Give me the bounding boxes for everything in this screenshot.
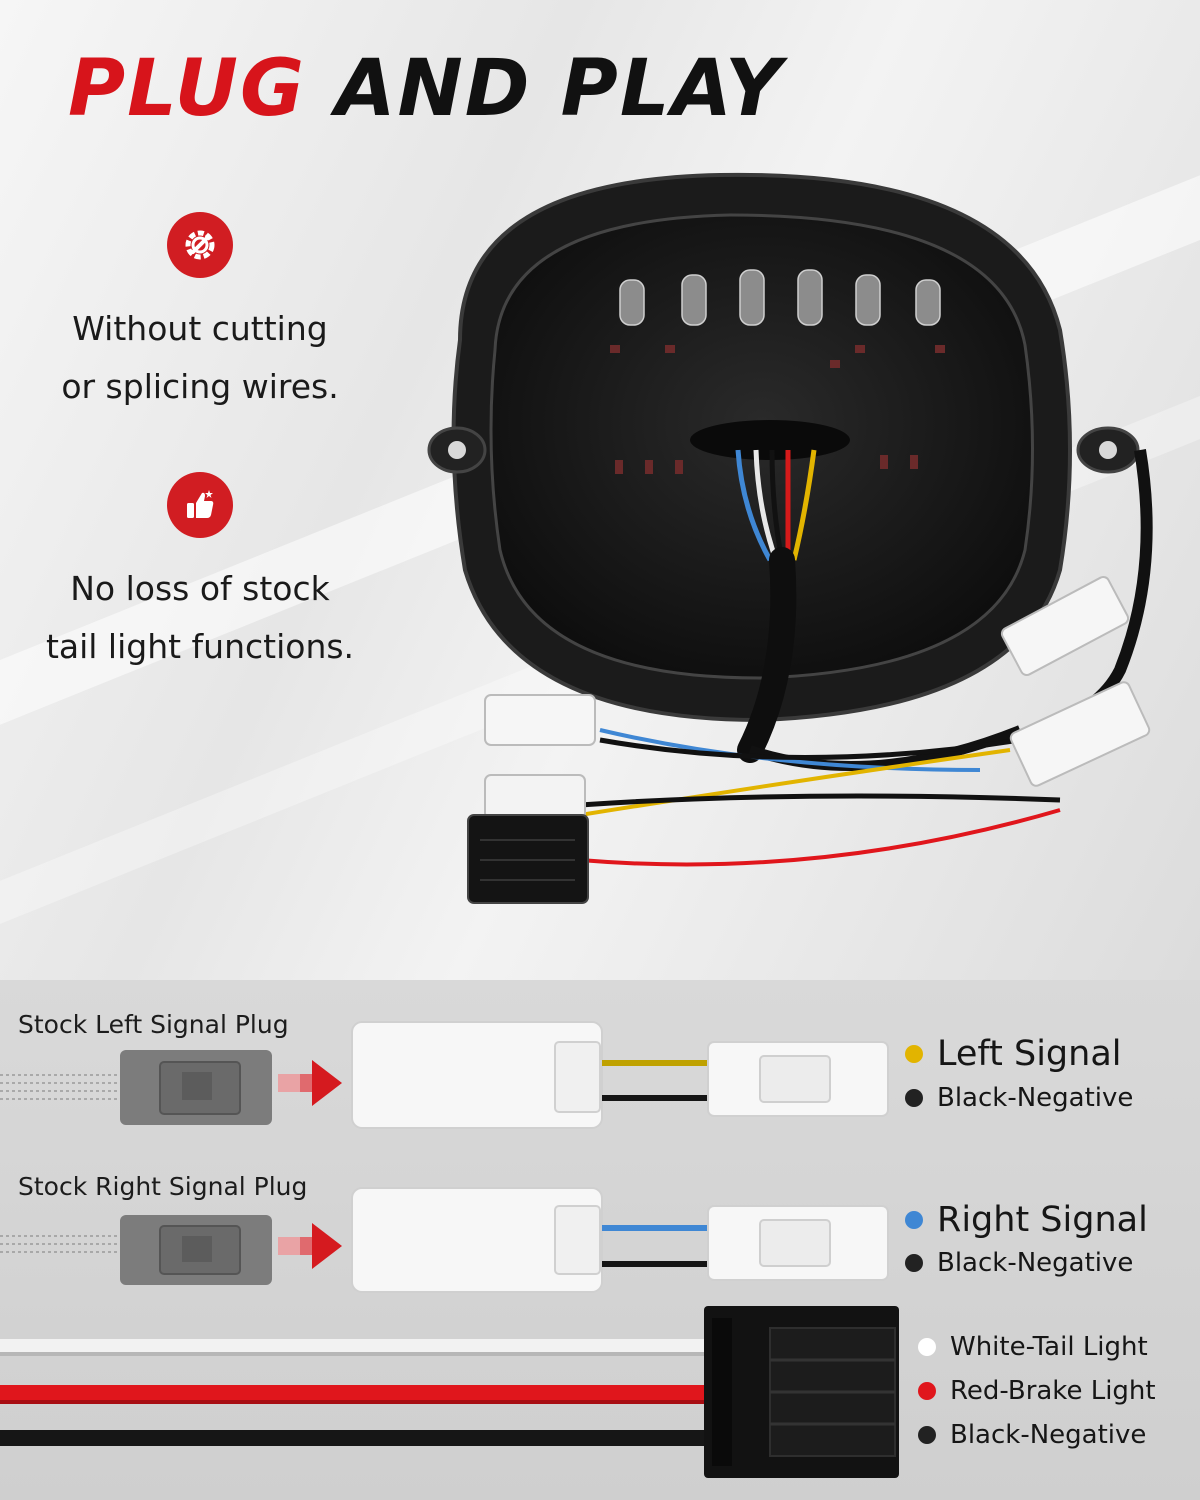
black-dot-icon [905, 1254, 923, 1272]
white-dot-icon [918, 1338, 936, 1356]
arrow-right-icon [278, 1223, 342, 1269]
right-signal-diagram [0, 1187, 889, 1293]
yellow-dot-icon [905, 1045, 923, 1063]
stock-right-plug-label: Stock Right Signal Plug [18, 1172, 308, 1201]
legend-label: White-Tail Light [950, 1332, 1148, 1362]
thumbs-up-icon [167, 472, 233, 538]
legend-label: Black-Negative [937, 1083, 1134, 1113]
legend-label: Black-Negative [950, 1420, 1147, 1450]
arrow-right-icon [278, 1060, 342, 1106]
legend-label: Red-Brake Light [950, 1376, 1156, 1406]
adapter-female-connector [351, 1187, 603, 1293]
legend-left-negative: Black-Negative [905, 1083, 1133, 1113]
adapter-male-connector [707, 1205, 889, 1281]
legend-right-negative: Black-Negative [905, 1248, 1133, 1278]
legend-main-negative: Black-Negative [918, 1420, 1146, 1450]
legend-brake-light: Red-Brake Light [918, 1376, 1156, 1406]
adapter-female-connector [351, 1021, 603, 1129]
stock-left-plug-label: Stock Left Signal Plug [18, 1010, 289, 1039]
title-word-plug: PLUG [68, 44, 306, 134]
legend-label: Right Signal [937, 1200, 1148, 1240]
legend-label: Black-Negative [937, 1248, 1134, 1278]
stock-left-plug-icon [120, 1050, 272, 1125]
page-title: PLUG AND PLAY [68, 44, 783, 134]
hero-section: PLUG AND PLAY Without cutting or splicin… [0, 0, 1200, 980]
legend-label: Left Signal [937, 1034, 1122, 1074]
black-dot-icon [918, 1426, 936, 1444]
main-harness-diagram [0, 1306, 899, 1478]
legend-tail-light: White-Tail Light [918, 1332, 1148, 1362]
black-connector [704, 1306, 899, 1478]
title-words-and-play: AND PLAY [335, 44, 784, 134]
adapter-male-connector [707, 1041, 889, 1117]
stock-right-plug-icon [120, 1215, 272, 1285]
red-dot-icon [918, 1382, 936, 1400]
gear-wrench-icon [167, 212, 233, 278]
tail-light-product-image [427, 172, 1153, 904]
feature-no-loss: No loss of stock tail light functions. [20, 472, 380, 676]
feature-no-cutting: Without cutting or splicing wires. [20, 212, 380, 416]
legend-right-signal: Right Signal [905, 1200, 1148, 1240]
legend-left-signal: Left Signal [905, 1034, 1122, 1074]
feature-text: Without cutting or splicing wires. [61, 309, 339, 406]
left-signal-diagram [0, 1021, 889, 1129]
black-dot-icon [905, 1089, 923, 1107]
feature-text: No loss of stock tail light functions. [45, 569, 355, 666]
blue-dot-icon [905, 1211, 923, 1229]
